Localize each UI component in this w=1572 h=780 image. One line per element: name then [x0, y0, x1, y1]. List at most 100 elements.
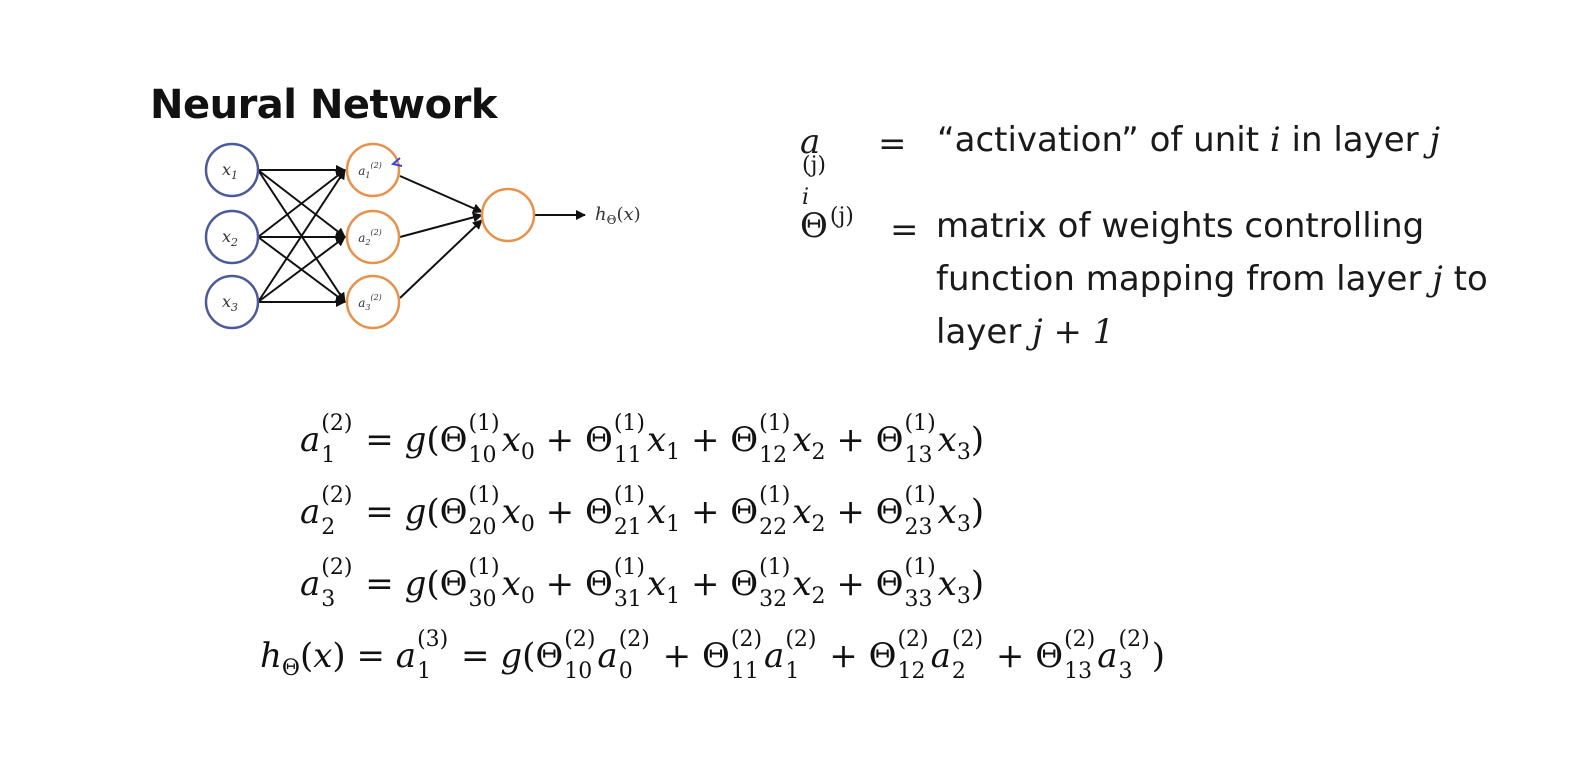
- sup-sub: (1)10: [468, 413, 499, 467]
- superscript: (1): [468, 411, 500, 436]
- theta-sub: Θ: [281, 656, 300, 681]
- theta: Θ: [701, 636, 730, 676]
- var-subscript: 0: [520, 440, 535, 465]
- plus: +: [825, 420, 876, 460]
- superscript: (2): [618, 627, 650, 652]
- equals: =: [354, 420, 405, 460]
- plus: +: [534, 564, 585, 604]
- theta: Θ: [584, 420, 613, 460]
- theta: Θ: [439, 564, 468, 604]
- subscript: 12: [897, 659, 926, 684]
- func-g: g: [404, 564, 427, 604]
- var-subscript: 2: [811, 584, 826, 609]
- sup-sub: (1)12: [759, 413, 790, 467]
- paren: (: [299, 636, 314, 676]
- subscript: 10: [468, 443, 497, 468]
- func-g: g: [404, 492, 427, 532]
- theta: Θ: [730, 564, 759, 604]
- paren: (: [426, 420, 440, 460]
- subscript: 1: [785, 659, 800, 684]
- var-subscript: 0: [520, 512, 535, 537]
- superscript: (2): [730, 627, 763, 652]
- variable: x: [792, 492, 812, 532]
- superscript: (1): [468, 555, 500, 580]
- equals-sign: =: [878, 124, 907, 164]
- subscript: 0: [618, 659, 633, 684]
- sup-sub: (2)10: [564, 629, 595, 683]
- superscript: (2): [321, 555, 353, 580]
- subscript: 32: [759, 587, 788, 612]
- variable: x: [646, 420, 667, 460]
- sup-sub: (1)33: [905, 557, 936, 611]
- theta: Θ: [875, 564, 904, 604]
- superscript: (2): [1064, 627, 1096, 652]
- theta-symbol: Θ(j): [800, 204, 854, 246]
- subscript: 11: [613, 443, 642, 468]
- paren-eq: ) =: [332, 636, 396, 676]
- subscript: 10: [564, 659, 593, 684]
- superscript: (2): [897, 627, 929, 652]
- equals: =: [354, 492, 405, 532]
- subscript: 13: [1064, 659, 1093, 684]
- neural-network-diagram: x1 x2 x3 a1(2) a2(2) a3(2) hΘ(x): [204, 142, 641, 330]
- variable: a: [764, 636, 785, 676]
- paren: (: [426, 564, 440, 604]
- subscript: 30: [468, 587, 497, 612]
- superscript: (3): [417, 627, 449, 652]
- variable: x: [501, 420, 521, 460]
- sup-sub: (1)32: [759, 557, 790, 611]
- variable: x: [646, 564, 667, 604]
- theta: Θ: [730, 492, 759, 532]
- input-node-x1: [204, 142, 260, 198]
- var-subscript: 2: [811, 440, 826, 465]
- sup-sub: (1)23: [905, 485, 936, 539]
- sup-sub: (1)11: [614, 413, 645, 467]
- superscript: (2): [951, 627, 984, 652]
- superscript: (1): [904, 483, 936, 508]
- hidden-node-a3: [345, 274, 401, 330]
- superscript: (1): [904, 411, 936, 436]
- sup-sub: (2)11: [731, 629, 762, 683]
- subscript: 33: [904, 587, 933, 612]
- superscript: (1): [759, 483, 791, 508]
- plus: +: [680, 420, 731, 460]
- plus: +: [680, 564, 731, 604]
- superscript: (1): [759, 555, 791, 580]
- variable: x: [937, 492, 957, 532]
- superscript: (1): [613, 483, 645, 508]
- subscript: 20: [468, 515, 497, 540]
- superscript: (2): [321, 411, 353, 436]
- plus: +: [680, 492, 731, 532]
- variable: x: [646, 492, 667, 532]
- equals-sign: =: [890, 210, 919, 250]
- superscript: (2): [321, 483, 353, 508]
- sup-sub: (2)3: [1119, 629, 1150, 683]
- sup-sub: (2)3: [321, 557, 352, 611]
- subscript: 3: [1118, 659, 1133, 684]
- var-subscript: 1: [666, 440, 681, 465]
- func-g: g: [404, 420, 427, 460]
- var-subscript: 1: [666, 512, 681, 537]
- var-x: x: [313, 636, 333, 676]
- theta: Θ: [584, 564, 613, 604]
- plus: +: [985, 636, 1036, 676]
- var-subscript: 3: [956, 440, 971, 465]
- subscript: 13: [904, 443, 933, 468]
- hidden-nodes: [345, 142, 401, 330]
- superscript: (1): [904, 555, 936, 580]
- equals: =: [450, 636, 501, 676]
- plus: +: [825, 564, 876, 604]
- subscript: 23: [904, 515, 933, 540]
- sup-sub: (2)1: [785, 629, 816, 683]
- func-g: g: [500, 636, 523, 676]
- var-subscript: 1: [666, 584, 681, 609]
- variable: x: [501, 492, 521, 532]
- sup-sub: (1)22: [759, 485, 790, 539]
- var-a: a: [300, 492, 321, 532]
- plus: +: [534, 492, 585, 532]
- paren: (: [426, 492, 440, 532]
